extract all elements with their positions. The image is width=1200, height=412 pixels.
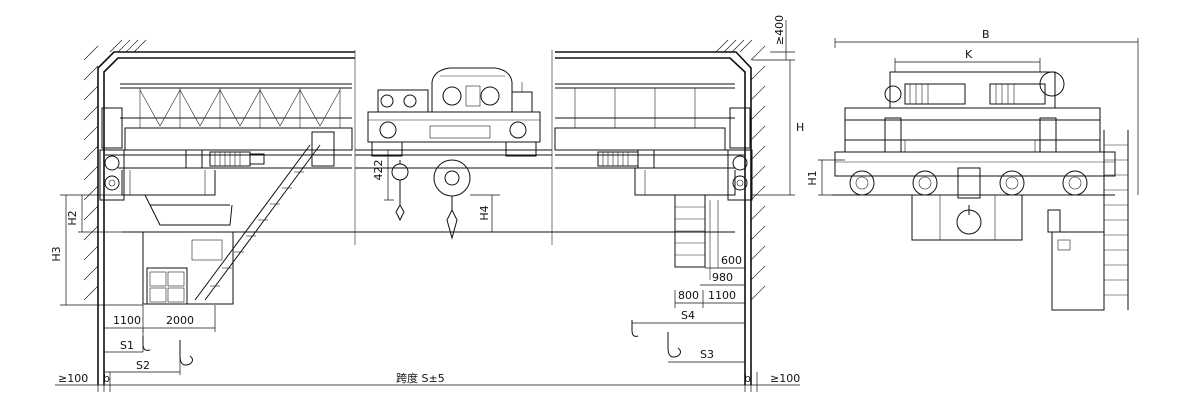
dim-2000-label: 2000 (166, 314, 194, 327)
wall-clearance-left-label: ≥100 (58, 372, 88, 385)
wall-clearance-right-label: ≥100 (770, 372, 800, 385)
span-label: 跨度 S±5 (396, 371, 445, 385)
dim-h4: H4 (470, 194, 500, 232)
right-bridge-girder (554, 83, 753, 280)
dim-800-label: 800 (678, 289, 699, 302)
hook-icons (142, 320, 681, 366)
h2-label: H2 (66, 210, 79, 225)
h-label: H (796, 121, 804, 134)
dim-s3-s4: S4 S3 (632, 309, 745, 363)
dim-422-label: 422 (372, 160, 385, 181)
right-wall (555, 39, 766, 385)
k-gauge-label: K (965, 48, 973, 61)
dim-top-clearance: ≥400 (770, 15, 795, 60)
trolley-side-view (355, 67, 552, 240)
b-left-label: b (103, 372, 110, 385)
b-width-label: B (982, 28, 990, 41)
s4-label: S4 (681, 309, 695, 322)
dim-980-label: 980 (712, 271, 733, 284)
dim-600-label: 600 (721, 254, 742, 267)
s2-label: S2 (136, 359, 150, 372)
dim-span: ≥100 b 跨度 S±5 b ≥100 (55, 371, 800, 392)
dim-h2: H2 (66, 195, 122, 233)
dim-422: 422 (372, 149, 394, 201)
b-right-label: b (744, 372, 751, 385)
left-bridge-girder (99, 83, 353, 305)
dim-h: H (752, 59, 804, 196)
top-clearance-label: ≥400 (773, 15, 786, 45)
dim-1100-right-label: 1100 (708, 289, 736, 302)
dim-s1-s2: S1 S2 (104, 330, 181, 375)
h1-label: H1 (806, 170, 819, 185)
dim-h3: H3 (50, 195, 67, 305)
dim-1100-left-label: 1100 (113, 314, 141, 327)
s3-label: S3 (700, 348, 714, 361)
dim-right-ladder: 600 980 800 1100 (674, 254, 745, 308)
dim-left-cabin: 1100 2000 (104, 305, 216, 332)
s1-label: S1 (120, 339, 134, 352)
left-wall (83, 39, 355, 385)
h4-label: H4 (478, 205, 491, 220)
h3-label: H3 (50, 246, 63, 261)
side-view: B K (806, 28, 1139, 311)
